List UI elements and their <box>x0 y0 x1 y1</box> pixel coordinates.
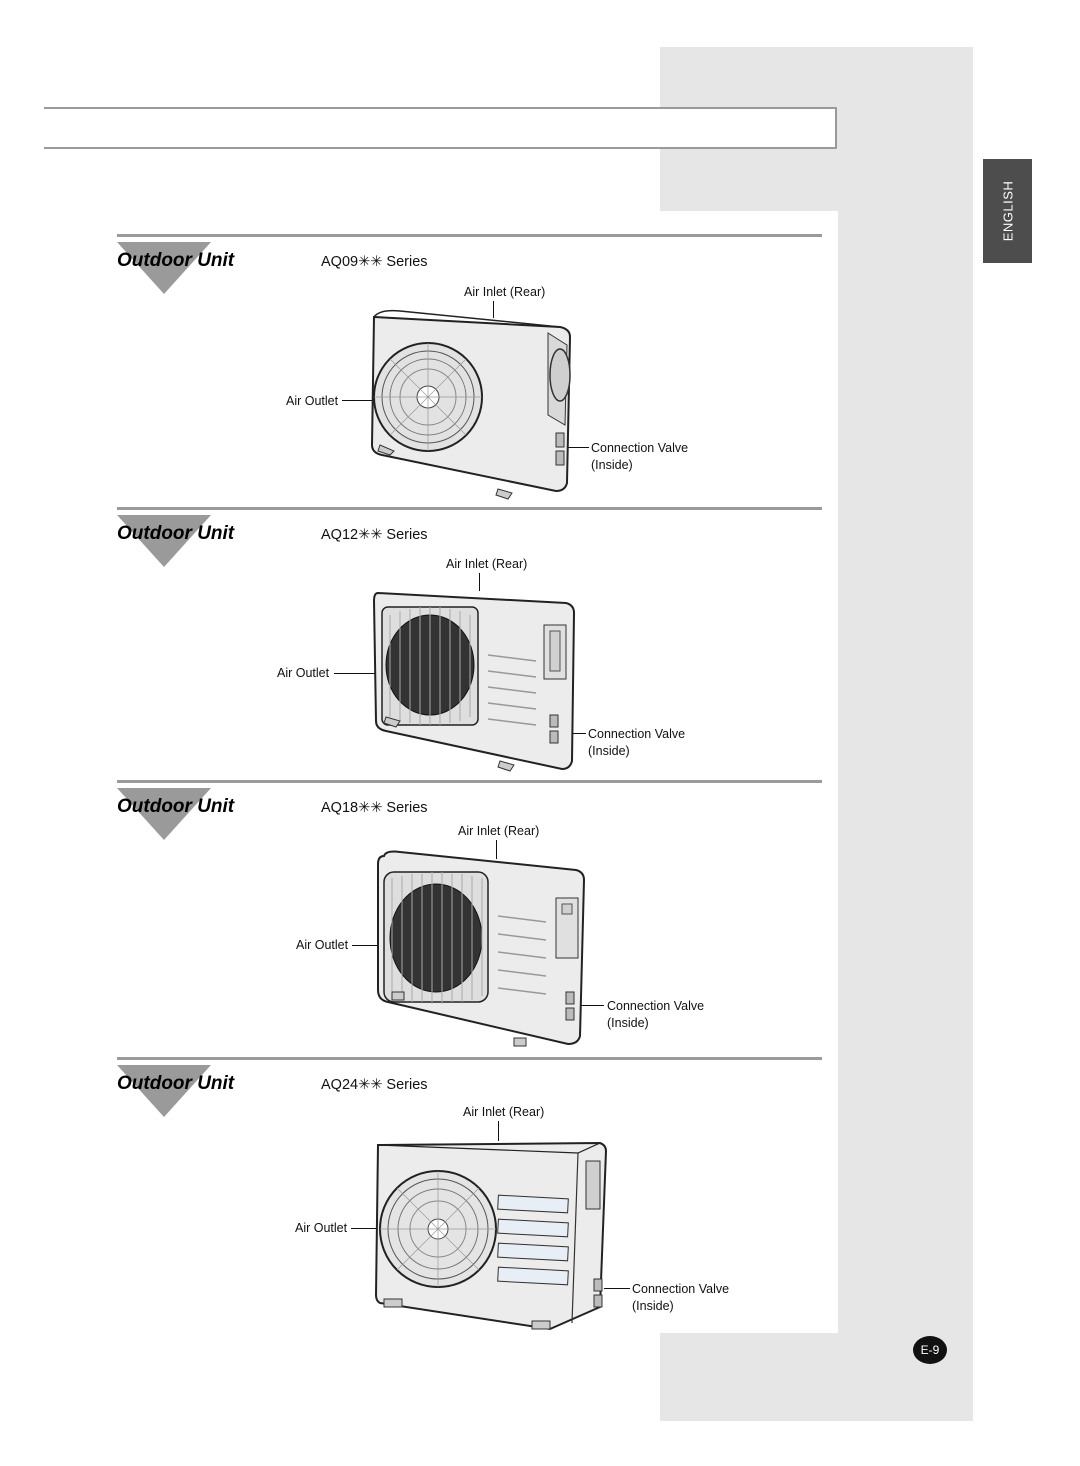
air-outlet-label: Air Outlet <box>277 666 330 680</box>
air-outlet-label: Air Outlet <box>286 394 339 408</box>
connection-valve-note: (Inside) <box>632 1299 674 1313</box>
outdoor-unit-aq09-illustration <box>370 309 572 500</box>
series-label: AQ12✳✳ Series <box>321 527 428 543</box>
section-heading: Outdoor Unit <box>117 523 235 544</box>
series-label: AQ09✳✳ Series <box>321 254 428 270</box>
air-outlet-label: Air Outlet <box>295 1221 348 1235</box>
margin-panel-right <box>838 211 973 1333</box>
outdoor-unit-aq24-illustration <box>374 1141 608 1331</box>
connection-valve-label: Connection Valve <box>607 999 705 1013</box>
valve-leader <box>566 447 589 448</box>
outdoor-unit-aq12-illustration <box>372 591 576 772</box>
air-outlet-leader <box>342 400 389 401</box>
section-heading: Outdoor Unit <box>117 796 235 817</box>
air-outlet-leader <box>351 1228 399 1229</box>
air-inlet-label: Air Inlet (Rear) <box>458 824 540 838</box>
section-heading: Outdoor Unit <box>117 250 235 271</box>
section-marker-triangle <box>117 788 211 840</box>
air-inlet-leader <box>498 1121 499 1141</box>
connection-valve-label: Connection Valve <box>632 1282 730 1296</box>
air-inlet-label: Air Inlet (Rear) <box>446 557 528 571</box>
connection-valve-label: Connection Valve <box>588 727 686 741</box>
air-outlet-label: Air Outlet <box>296 938 349 952</box>
section-divider <box>117 234 822 237</box>
section-marker-triangle <box>117 515 211 567</box>
section-divider <box>117 507 822 510</box>
valve-leader <box>604 1288 630 1289</box>
language-tab-label: ENGLISH <box>1000 180 1015 242</box>
air-inlet-label: Air Inlet (Rear) <box>464 285 546 299</box>
series-label: AQ24✳✳ Series <box>321 1077 428 1093</box>
air-inlet-leader <box>479 573 480 591</box>
valve-leader <box>580 1005 604 1006</box>
air-inlet-leader <box>496 840 497 859</box>
air-inlet-label: Air Inlet (Rear) <box>463 1105 545 1119</box>
page-title-bar <box>44 107 837 149</box>
connection-valve-note: (Inside) <box>607 1016 649 1030</box>
section-marker-triangle <box>117 1065 211 1117</box>
series-label: AQ18✳✳ Series <box>321 800 428 816</box>
air-outlet-leader <box>334 673 382 674</box>
section-divider <box>117 780 822 783</box>
section-divider <box>117 1057 822 1060</box>
language-tab: ENGLISH <box>983 159 1032 263</box>
valve-leader <box>563 733 586 734</box>
connection-valve-note: (Inside) <box>588 744 630 758</box>
section-marker-triangle <box>117 242 211 294</box>
connection-valve-note: (Inside) <box>591 458 633 472</box>
air-outlet-leader <box>352 945 396 946</box>
outdoor-unit-aq18-illustration <box>377 850 586 1047</box>
air-inlet-leader <box>493 301 494 318</box>
page-number-badge: E-9 <box>913 1336 947 1364</box>
section-heading: Outdoor Unit <box>117 1073 235 1094</box>
connection-valve-label: Connection Valve <box>591 441 689 455</box>
